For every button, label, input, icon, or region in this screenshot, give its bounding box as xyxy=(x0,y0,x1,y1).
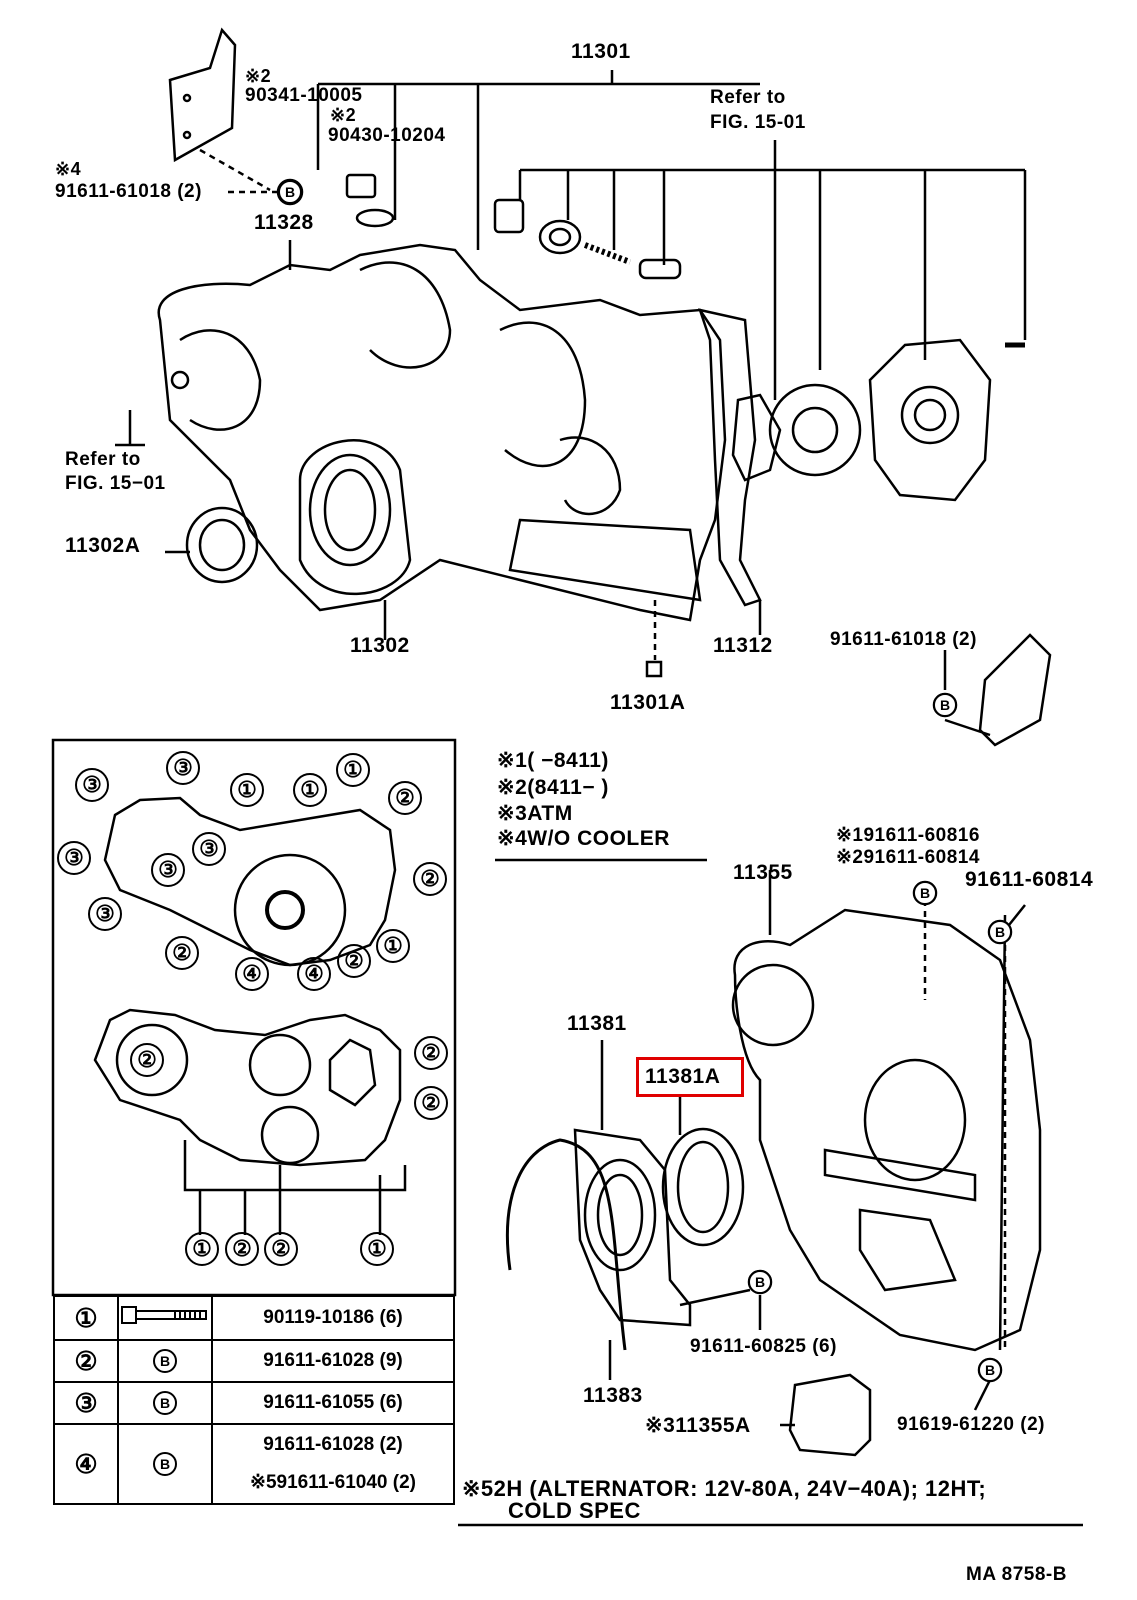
label-90430-10204: 90430-10204 xyxy=(328,125,446,146)
label-91611-61018-top: 91611-61018 (2) xyxy=(55,181,202,202)
legend-part: 91611-61028 (2) xyxy=(263,1434,403,1455)
bolt-b-marker-11355-a: B xyxy=(913,881,937,905)
marker-1: ① xyxy=(360,1232,394,1266)
legend-key: ① xyxy=(53,1295,119,1341)
marker-2: ② xyxy=(165,936,199,970)
fig-ref-label-1: FIG. 15-01 xyxy=(710,112,806,133)
marker-1: ① xyxy=(230,773,264,807)
marker-2: ② xyxy=(264,1232,298,1266)
bolt-b-marker-11355-c: B xyxy=(978,1358,1002,1382)
marker-1: ① xyxy=(376,929,410,963)
bolt-legend-table: ① 90119-10186 (6) ② B 91611-61028 (9) ③ … xyxy=(53,1295,455,1505)
label-11381: 11381 xyxy=(567,1012,627,1035)
bolt-b-marker-retainer: B xyxy=(748,1270,772,1294)
marker-3: ③ xyxy=(88,897,122,931)
legend-part: 91611-61055 (6) xyxy=(211,1381,455,1425)
label-11381A: 11381A xyxy=(645,1065,721,1088)
marker-1: ① xyxy=(185,1232,219,1266)
bolt-b-symbol: B xyxy=(153,1452,177,1476)
note-3: ※3ATM xyxy=(497,802,573,825)
label-11355A: ※311355A xyxy=(645,1414,751,1437)
legend-key: ④ xyxy=(53,1423,119,1505)
bolt-b-marker-right-bracket: B xyxy=(933,693,957,717)
spec-note-line-2: COLD SPEC xyxy=(508,1498,641,1523)
label-91611-61018-right: 91611-61018 (2) xyxy=(830,629,977,650)
bolt-b-symbol: B xyxy=(153,1391,177,1415)
legend-key: ③ xyxy=(53,1381,119,1425)
legend-part: 91611-61028 (9) xyxy=(211,1339,455,1383)
bolt-b-marker-11355-b: B xyxy=(988,920,1012,944)
marker-2: ② xyxy=(130,1043,164,1077)
label-91611-60814-note: ※291611-60814 xyxy=(836,847,980,868)
marker-4: ④ xyxy=(297,957,331,991)
marker-2: ② xyxy=(225,1232,259,1266)
spec-note-line-1: ※52H (ALTERNATOR: 12V-80A, 24V−40A); 12H… xyxy=(462,1476,987,1501)
marker-2: ② xyxy=(337,944,371,978)
note-marker-4: ※4 xyxy=(55,159,82,179)
bolt-icon xyxy=(117,1295,213,1341)
label-11383: 11383 xyxy=(583,1384,643,1407)
note-marker-2a: ※2 xyxy=(245,66,272,86)
legend-row-3: ③ B 91611-61055 (6) xyxy=(53,1381,455,1425)
legend-part: ※591611-61040 (2) xyxy=(250,1472,416,1493)
note-2: ※2(8411− ) xyxy=(497,776,609,799)
label-11328: 11328 xyxy=(254,211,314,234)
label-11301A: 11301A xyxy=(610,691,686,714)
label-90341-10005: 90341-10005 xyxy=(245,85,363,106)
refer-to-label-2: Refer to xyxy=(65,449,141,470)
legend-row-4: ④ B 91611-61028 (2) ※591611-61040 (2) xyxy=(53,1423,455,1505)
diagram-code: MA 8758-B xyxy=(966,1564,1067,1585)
legend-part: 90119-10186 (6) xyxy=(211,1295,455,1341)
fig-ref-label-2: FIG. 15−01 xyxy=(65,473,166,494)
label-91611-60816: ※191611-60816 xyxy=(836,825,980,846)
bolt-b-icon: B xyxy=(117,1423,213,1505)
marker-3: ③ xyxy=(57,841,91,875)
marker-3: ③ xyxy=(166,751,200,785)
note-marker-2b: ※2 xyxy=(330,105,357,125)
marker-1: ① xyxy=(336,753,370,787)
legend-part-pair: 91611-61028 (2) ※591611-61040 (2) xyxy=(211,1423,455,1505)
refer-to-label-1: Refer to xyxy=(710,87,786,108)
bolt-b-icon: B xyxy=(117,1381,213,1425)
label-11301: 11301 xyxy=(571,40,631,63)
highlight-11381A xyxy=(636,1057,744,1097)
label-11355: 11355 xyxy=(733,861,793,884)
bolt-b-symbol: B xyxy=(153,1349,177,1373)
bolt-b-icon: B xyxy=(117,1339,213,1383)
legend-row-1: ① 90119-10186 (6) xyxy=(53,1295,455,1341)
label-11312: 11312 xyxy=(713,634,773,657)
label-11302: 11302 xyxy=(350,634,410,657)
label-91619-61220: 91619-61220 (2) xyxy=(897,1414,1045,1435)
legend-row-2: ② B 91611-61028 (9) xyxy=(53,1339,455,1383)
label-11302A: 11302A xyxy=(65,534,141,557)
marker-3: ③ xyxy=(151,853,185,887)
marker-1: ① xyxy=(293,773,327,807)
label-91611-60825: 91611-60825 (6) xyxy=(690,1336,837,1357)
marker-4: ④ xyxy=(235,957,269,991)
marker-3: ③ xyxy=(192,832,226,866)
marker-2: ② xyxy=(413,862,447,896)
bolt-b-marker-top-left: B xyxy=(278,180,302,204)
legend-key: ② xyxy=(53,1339,119,1383)
marker-2: ② xyxy=(414,1086,448,1120)
note-4: ※4W/O COOLER xyxy=(497,827,670,850)
label-91611-60814: 91611-60814 xyxy=(965,868,1094,891)
marker-2: ② xyxy=(414,1036,448,1070)
marker-3: ③ xyxy=(75,768,109,802)
marker-2: ② xyxy=(388,781,422,815)
note-1: ※1( −8411) xyxy=(497,749,609,772)
